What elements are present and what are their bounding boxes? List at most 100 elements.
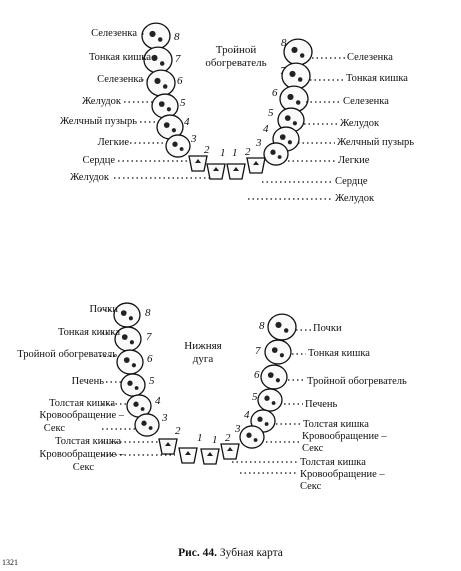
- figure-caption-text: Зубная карта: [219, 547, 283, 559]
- lower-right-tooth-number: 3: [234, 423, 241, 435]
- lower-right-tooth: [264, 339, 292, 365]
- lower-right-label: Кровообращение –: [300, 469, 385, 480]
- lower-title-line2: дуга: [192, 353, 214, 365]
- lower-left-tooth: [120, 373, 146, 397]
- lower-right-tooth-number: 5: [252, 391, 258, 403]
- lower-incisor: [200, 448, 220, 465]
- lower-left-label: Печень: [71, 376, 104, 387]
- lower-right-tooth-number: 7: [255, 345, 261, 357]
- upper-left-tooth-number: 2: [204, 144, 210, 156]
- lower-left-tooth-number: 7: [146, 331, 152, 343]
- upper-right-tooth-number: 7: [280, 65, 286, 77]
- lower-right-label: Тонкая кишка: [308, 348, 370, 359]
- page-number: 1321: [2, 558, 18, 567]
- lower-incisor: [220, 443, 240, 460]
- lower-right-tooth-number: 1: [212, 434, 218, 446]
- upper-right-label: Селезенка: [347, 52, 393, 63]
- upper-arch-title: Тройной обогреватель: [191, 44, 281, 70]
- lower-left-label: Почки: [89, 304, 118, 315]
- lower-right-label: Толстая кишка: [303, 419, 369, 430]
- lower-left-tooth: [134, 413, 160, 437]
- lower-left-tooth-number: 3: [161, 412, 168, 424]
- upper-left-tooth: [146, 69, 176, 97]
- upper-right-tooth-number: 1: [232, 147, 238, 159]
- lower-right-label: Кровообращение –: [302, 431, 387, 442]
- upper-right-tooth: [281, 62, 311, 90]
- upper-right-tooth-number: 6: [272, 87, 278, 99]
- lower-right-tooth-number: 2: [225, 432, 231, 444]
- lower-left-label: Тройной обогреватель: [17, 349, 117, 360]
- lower-left-tooth-number: 6: [147, 353, 153, 365]
- upper-right-label: Желудок: [340, 118, 380, 129]
- upper-left-tooth-number: 8: [174, 31, 180, 43]
- upper-right-tooth-number: 2: [245, 146, 251, 158]
- lower-right-tooth-number: 6: [254, 369, 260, 381]
- upper-left-tooth-number: 3: [190, 133, 197, 145]
- lower-left-tooth: [116, 349, 144, 375]
- lower-right-label: Печень: [305, 399, 338, 410]
- upper-left-tooth-number: 7: [175, 53, 181, 65]
- upper-right-label: Сердце: [335, 176, 368, 187]
- lower-right-tooth: [257, 388, 283, 412]
- upper-left-label: Селезенка: [91, 28, 137, 39]
- lower-left-tooth-number: 5: [149, 375, 155, 387]
- figure-caption-label: Рис. 44.: [178, 547, 217, 559]
- upper-title-line1: Тройной: [215, 44, 257, 56]
- upper-right-label: Легкие: [338, 155, 370, 166]
- lower-left-label: Секс: [43, 423, 65, 434]
- lower-left-tooth-number: 2: [175, 425, 181, 437]
- upper-left-label: Селезенка: [97, 74, 143, 85]
- upper-left-label: Желудок: [69, 172, 109, 183]
- lower-left-label: Секс: [72, 462, 94, 473]
- upper-incisor: [188, 155, 208, 172]
- upper-right-tooth-number: 5: [268, 107, 274, 119]
- lower-left-tooth-number: 8: [145, 307, 151, 319]
- lower-left-label: Кровообращение –: [39, 410, 124, 421]
- lower-left-label: Толстая кишка: [49, 398, 115, 409]
- upper-left-label: Сердце: [82, 155, 115, 166]
- lower-left-tooth: [126, 394, 152, 418]
- lower-arch-title: Нижняя дуга: [163, 340, 243, 366]
- upper-left-tooth: [143, 46, 173, 74]
- upper-left-tooth-number: 5: [180, 97, 186, 109]
- upper-left-tooth-number: 1: [220, 147, 226, 159]
- lower-right-tooth: [267, 313, 297, 341]
- upper-right-tooth: [263, 142, 289, 166]
- upper-right-label: Желчный пузырь: [337, 137, 415, 148]
- lower-right-tooth: [260, 364, 288, 390]
- upper-left-tooth-number: 4: [184, 116, 190, 128]
- upper-title-line2: обогреватель: [205, 57, 267, 69]
- upper-right-label: Желудок: [335, 193, 375, 204]
- lower-right-label: Толстая кишка: [300, 457, 366, 468]
- upper-incisor: [246, 157, 266, 174]
- lower-right-label: Секс: [300, 481, 322, 492]
- upper-left-tooth-number: 6: [177, 75, 183, 87]
- upper-right-tooth-number: 3: [255, 137, 262, 149]
- lower-right-tooth-number: 4: [244, 409, 250, 421]
- upper-left-tooth: [165, 134, 191, 158]
- upper-right-label: Селезенка: [343, 96, 389, 107]
- lower-left-label: Толстая кишка: [55, 436, 121, 447]
- upper-left-label: Желчный пузырь: [59, 116, 137, 127]
- upper-right-tooth-number: 4: [263, 123, 269, 135]
- upper-left-label: Тонкая кишка: [89, 52, 151, 63]
- upper-left-tooth: [156, 114, 184, 140]
- upper-incisor: [206, 163, 226, 180]
- lower-right-tooth-number: 8: [259, 320, 265, 332]
- figure-caption: Рис. 44. Зубная карта: [0, 547, 461, 559]
- lower-title-line1: Нижняя: [184, 340, 222, 352]
- upper-left-tooth: [151, 93, 179, 119]
- upper-right-tooth: [283, 38, 313, 66]
- lower-right-label: Тройной обогреватель: [307, 376, 407, 387]
- lower-left-tooth-number: 4: [155, 395, 161, 407]
- lower-incisor: [178, 447, 198, 464]
- lower-right-label: Почки: [313, 323, 342, 334]
- upper-left-tooth: [141, 22, 171, 50]
- upper-incisor: [226, 163, 246, 180]
- upper-right-label: Тонкая кишка: [346, 73, 408, 84]
- lower-right-tooth: [239, 425, 265, 449]
- upper-left-label: Легкие: [97, 137, 129, 148]
- lower-incisor: [158, 438, 178, 455]
- upper-left-label: Желудок: [81, 96, 121, 107]
